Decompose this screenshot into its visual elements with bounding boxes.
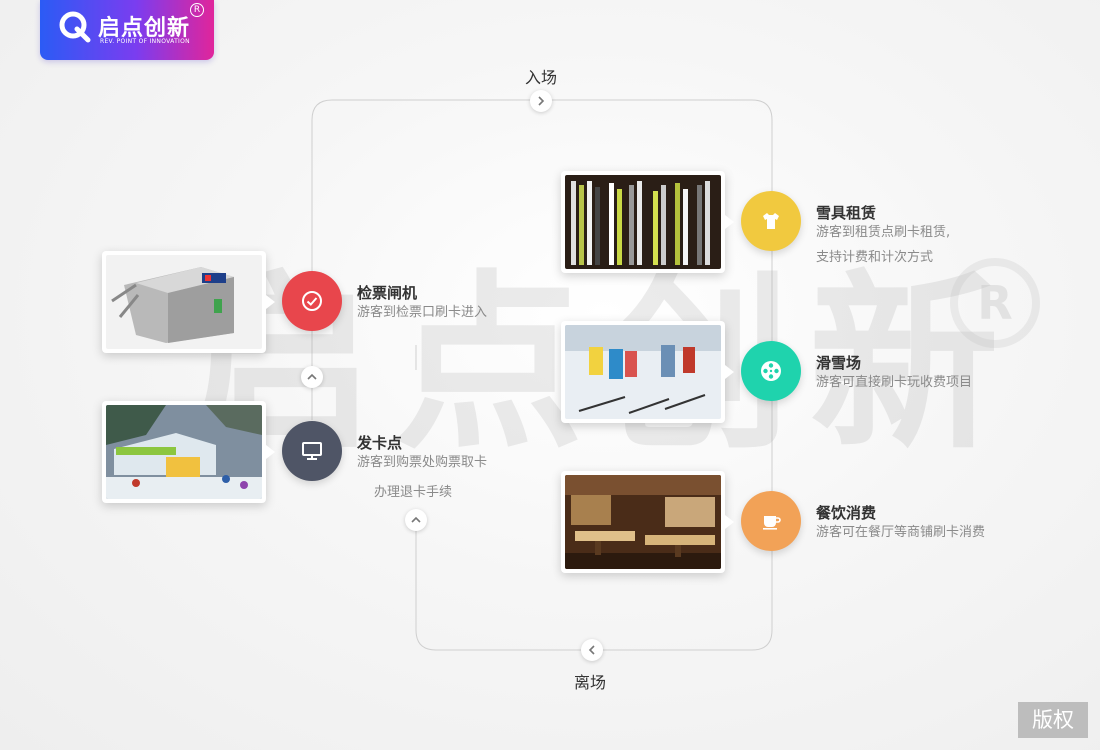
tshirt-icon [763, 213, 779, 229]
rental-photo [561, 171, 734, 273]
skiing-image [565, 325, 721, 419]
ski-title: 滑雪场 [816, 354, 862, 372]
copyright-badge: 版权 [1018, 702, 1088, 738]
turnstile-circle [282, 271, 342, 331]
entry-label: 入场 [525, 68, 558, 87]
chevron-right-icon [538, 96, 545, 106]
dining-photo [561, 471, 734, 573]
check-circle-icon [302, 291, 322, 311]
logo-subtitle: REV. POINT OF INNOVATION [100, 38, 190, 45]
card-issue-photo [102, 401, 275, 503]
logo-name: 启点创新 [98, 16, 191, 41]
dining-title: 餐饮消费 [816, 504, 877, 522]
chevron-left-icon [588, 645, 595, 655]
logo-q-icon [59, 11, 91, 43]
turnstile-photo [102, 251, 275, 353]
dining-circle [741, 491, 801, 551]
turnstile-image [106, 255, 262, 349]
brand-logo: 启点创新 R REV. POINT OF INNOVATION [40, 0, 214, 60]
card-issue-circle [282, 421, 342, 481]
logo-registered-mark: R [190, 3, 204, 17]
inner-up-arrow-node [405, 509, 427, 531]
ski-photo [561, 321, 734, 423]
chevron-up-icon [411, 516, 421, 523]
rental-title: 雪具租赁 [816, 204, 877, 222]
exit-label: 离场 [574, 673, 607, 692]
film-reel-icon [761, 361, 781, 381]
ski-rental-image [565, 175, 721, 269]
restaurant-image [565, 475, 721, 569]
cup-icon [763, 516, 781, 530]
ticket-office-image [106, 405, 262, 499]
turnstile-title: 检票闸机 [357, 284, 418, 302]
card-issue-title: 发卡点 [357, 434, 403, 452]
ski-circle [741, 341, 801, 401]
dining-desc: 游客可在餐厅等商铺刷卡消费 [816, 525, 986, 540]
card-issue-desc-line2: 办理退卡手续 [374, 485, 453, 500]
rental-desc-line2: 支持计费和计次方式 [816, 250, 934, 265]
ski-desc: 游客可直接刷卡玩收费项目 [816, 375, 973, 390]
monitor-icon [302, 442, 322, 460]
turnstile-desc: 游客到检票口刷卡进入 [357, 305, 488, 320]
card-issue-desc-line1: 游客到购票处购票取卡 [357, 455, 488, 470]
entry-arrow-node [530, 90, 552, 112]
chevron-up-icon [307, 373, 317, 380]
watermark-registered-mark: R [950, 258, 1040, 348]
exit-arrow-node [581, 639, 603, 661]
rental-desc-line1: 游客到租赁点刷卡租赁, [816, 225, 951, 240]
left-up-arrow-node [301, 366, 323, 388]
rental-circle [741, 191, 801, 251]
